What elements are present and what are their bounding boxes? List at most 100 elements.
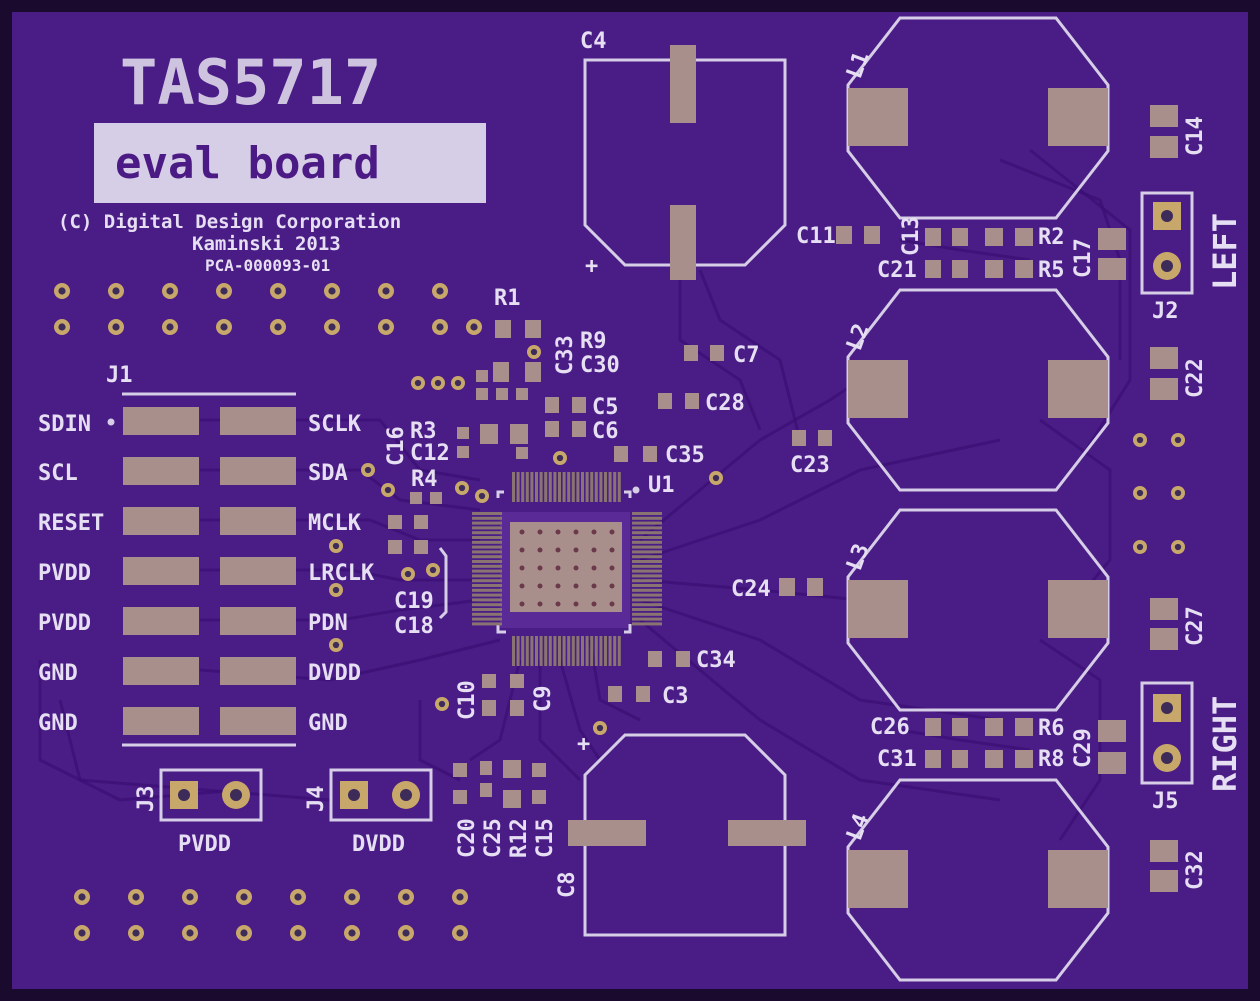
u1-corner-marks <box>496 490 632 634</box>
thermal-via <box>591 583 597 589</box>
c29-ref: C29 <box>1071 728 1096 768</box>
inductor-pad-1 <box>848 580 908 638</box>
via <box>381 483 395 497</box>
u1-pin <box>581 472 584 502</box>
c25-ref: C25 <box>481 818 506 858</box>
j4-ref: J4 <box>304 786 329 813</box>
j1-pads <box>123 407 296 735</box>
via <box>108 283 124 299</box>
thermal-via <box>537 601 543 607</box>
j4-label: DVDD <box>352 832 405 857</box>
u1-pin <box>632 617 662 621</box>
u1-pin <box>472 598 502 602</box>
via <box>324 283 340 299</box>
j1-pin-sclk: SCLK <box>308 412 362 437</box>
thermal-via <box>573 601 579 607</box>
u1-pin <box>558 636 561 666</box>
j1-pad-left <box>123 607 199 635</box>
u1-pin <box>632 574 662 578</box>
via <box>329 583 343 597</box>
u1-pin <box>571 472 575 502</box>
via <box>398 889 414 905</box>
c18-ref: C18 <box>394 614 434 639</box>
thermal-via <box>609 601 615 607</box>
j1-ref: J1 <box>106 363 133 388</box>
j1-left-labels: SDIN SCL RESET PVDD PVDD GND GND <box>38 412 104 736</box>
u1-pin <box>632 516 662 520</box>
j3-ref: J3 <box>134 786 159 813</box>
via <box>182 925 198 941</box>
c27-ref: C27 <box>1183 606 1208 646</box>
left-label: LEFT <box>1206 213 1244 290</box>
c26-ref: C26 <box>870 715 910 740</box>
via <box>324 319 340 335</box>
u1-pin <box>632 603 662 607</box>
via <box>270 319 286 335</box>
via <box>1133 486 1147 500</box>
connector-j1: J1 SDIN SCL RESET PVDD PVDD GND GND SCLK… <box>38 363 375 747</box>
c15-ref: C15 <box>533 818 558 858</box>
part-number-text: PCA-000093-01 <box>205 256 330 275</box>
via <box>216 319 232 335</box>
via <box>527 345 541 359</box>
u1-pin <box>516 472 520 502</box>
inductor-l4: L4 <box>842 778 1110 982</box>
via <box>709 471 723 485</box>
c17-ref: C17 <box>1071 238 1096 278</box>
c4-ref: C4 <box>580 29 607 54</box>
via <box>329 539 343 553</box>
u1-pin <box>567 636 571 666</box>
c7-ref: C7 <box>733 343 760 368</box>
via <box>108 319 124 335</box>
u1-pin <box>632 526 662 530</box>
u1-pin <box>521 636 525 666</box>
j1-pad-left <box>123 657 199 685</box>
c5-ref: C5 <box>592 395 619 420</box>
inductor-pad-2 <box>1048 580 1108 638</box>
c34-ref: C34 <box>696 648 736 673</box>
j1-pin1-marker <box>107 418 115 426</box>
r4-ref: R4 <box>411 467 438 492</box>
u1-pin <box>571 636 575 666</box>
thermal-via <box>573 583 579 589</box>
thermal-via <box>555 583 561 589</box>
via <box>236 889 252 905</box>
u1-pin <box>562 472 566 502</box>
j3-label: PVDD <box>178 832 231 857</box>
via <box>411 376 425 390</box>
via <box>401 567 415 581</box>
u1-pin <box>613 636 617 666</box>
via <box>1171 433 1185 447</box>
inductor-pad-1 <box>848 360 908 418</box>
via <box>1171 540 1185 554</box>
u1-pin <box>472 617 502 621</box>
via <box>329 638 343 652</box>
u1-pin <box>472 540 502 544</box>
c8-plus: + <box>577 732 590 757</box>
j1-pad-right <box>220 707 296 735</box>
c4-outline <box>583 58 787 267</box>
u1-pin <box>632 536 662 539</box>
via <box>270 283 286 299</box>
c35-ref: C35 <box>665 443 705 468</box>
j1-pad-left <box>123 507 199 535</box>
thermal-via <box>591 529 597 535</box>
u1-pin <box>617 636 621 666</box>
u1-pin <box>472 560 502 563</box>
copyright-text: (C) Digital Design Corporation <box>58 211 401 233</box>
c24-ref: C24 <box>731 577 771 602</box>
inductor-l3: L3 <box>842 508 1110 712</box>
via <box>162 283 178 299</box>
capacitor-c8: C8 + <box>555 732 806 937</box>
j1-pin-reset: RESET <box>38 511 104 536</box>
u1-pin <box>530 636 534 666</box>
c9-ref: C9 <box>531 686 556 713</box>
thermal-via <box>519 529 525 535</box>
u1-pin <box>632 531 662 535</box>
r1-ref: R1 <box>494 286 521 311</box>
via <box>398 925 414 941</box>
thermal-via <box>591 565 597 571</box>
